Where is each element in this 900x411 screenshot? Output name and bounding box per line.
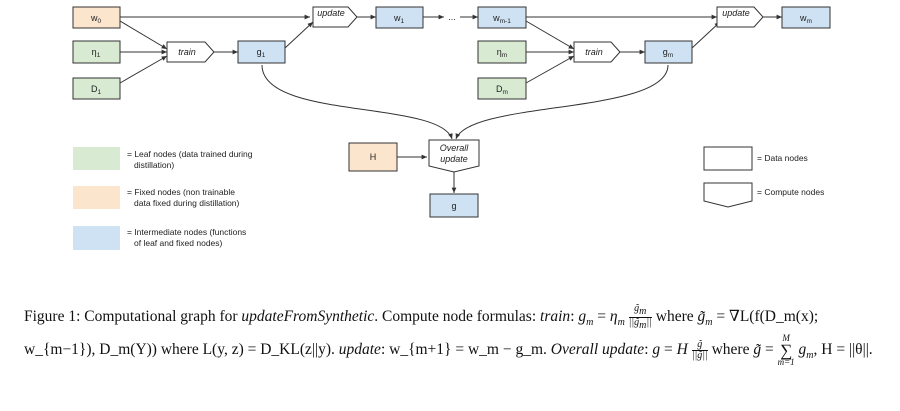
ellipsis-text: ... <box>448 12 456 22</box>
node-etam: ηm <box>477 40 527 64</box>
edge-D1-train1 <box>119 55 168 84</box>
computational-graph: w0 η1 D1 g1 w1 ... wm-1 ηm Dm gm wm H <box>72 6 831 250</box>
grad-formula: = ∇L(f(D_m(x); w_{m−1}), D_m(Y)) where L… <box>24 308 819 359</box>
train-fraction: g̃m||g̃m|| <box>628 303 652 331</box>
svg-text:D1: D1 <box>91 84 102 96</box>
svg-text:gm: gm <box>663 47 673 59</box>
svg-text:update: update <box>317 8 345 18</box>
node-Dm: Dm <box>477 77 527 100</box>
node-g1: g1 <box>237 40 286 64</box>
node-D1: D1 <box>72 77 121 100</box>
svg-text:g1: g1 <box>257 47 266 59</box>
svg-text:wm-1: wm-1 <box>492 13 511 25</box>
edge-Dm-trainm <box>525 55 575 84</box>
legend-leaf-swatch <box>73 147 120 170</box>
edge-wm1-trainm <box>525 20 575 50</box>
func-name: updateFromSynthetic <box>241 308 375 326</box>
svg-text:ηm: ηm <box>497 47 507 59</box>
svg-text:update: update <box>722 8 750 18</box>
legend-fixed-swatch <box>73 186 120 209</box>
caption-train-label: train <box>540 308 571 326</box>
svg-text:of leaf and fixed nodes): of leaf and fixed nodes) <box>134 238 223 248</box>
svg-text:wm: wm <box>799 13 812 25</box>
graph-edges <box>119 14 782 193</box>
svg-text:w0: w0 <box>90 13 102 25</box>
edge-g1-overall <box>261 64 453 140</box>
svg-text:update: update <box>440 154 468 164</box>
update-formula: : w_{m+1} = w_m − g_m. <box>380 341 551 359</box>
svg-text:Overall: Overall <box>440 143 470 153</box>
svg-text:= Leaf nodes (data trained dur: = Leaf nodes (data trained during <box>127 149 253 159</box>
svg-text:η1: η1 <box>92 47 101 59</box>
svg-text:H: H <box>370 152 377 162</box>
edge-gm-updatem <box>691 21 721 49</box>
svg-text:g: g <box>451 201 456 211</box>
node-gm: gm <box>644 40 693 64</box>
svg-text:= Compute nodes: = Compute nodes <box>757 187 824 197</box>
caption-overall-label: Overall update <box>550 341 645 359</box>
op-train-m: train <box>573 41 621 63</box>
node-wm1: wm-1 <box>477 6 527 29</box>
legend: = Leaf nodes (data trained during distil… <box>73 146 824 250</box>
figure-caption: Figure 1: Computational graph for update… <box>24 303 873 368</box>
svg-text:distillation): distillation) <box>134 160 174 170</box>
overall-fraction: g̃||g̃|| <box>691 339 708 362</box>
edge-g1-update1 <box>284 21 314 49</box>
svg-text:train: train <box>178 47 196 57</box>
op-update-m: update <box>716 6 764 28</box>
edge-gm-overall <box>455 64 669 140</box>
edge-w0-train1 <box>119 20 168 50</box>
svg-text:= Intermediate nodes (function: = Intermediate nodes (functions <box>127 227 246 237</box>
legend-intermediate-swatch <box>73 226 120 250</box>
node-wm: wm <box>781 6 831 29</box>
svg-text:w1: w1 <box>393 13 405 25</box>
svg-text:Dm: Dm <box>496 84 508 96</box>
node-H: H <box>348 142 398 172</box>
svg-text:data fixed during distillation: data fixed during distillation) <box>134 198 240 208</box>
sum-operator: M∑m=1 <box>777 333 795 368</box>
node-w0: w0 <box>72 6 121 29</box>
svg-text:= Fixed nodes (non trainable: = Fixed nodes (non trainable <box>127 187 235 197</box>
caption-update-label: update <box>338 341 381 359</box>
node-eta1: η1 <box>72 40 121 64</box>
svg-text:= Data nodes: = Data nodes <box>757 153 808 163</box>
H-formula: , H = ||θ||. <box>813 341 873 359</box>
op-train-1: train <box>166 41 215 63</box>
node-g: g <box>429 193 479 218</box>
op-update-1: update <box>312 6 358 28</box>
svg-text:train: train <box>585 47 603 57</box>
op-overall-update: Overall update <box>428 139 480 173</box>
node-w1: w1 <box>375 6 424 29</box>
legend-data-node-shape <box>703 146 753 171</box>
legend-compute-node-shape <box>703 182 753 208</box>
